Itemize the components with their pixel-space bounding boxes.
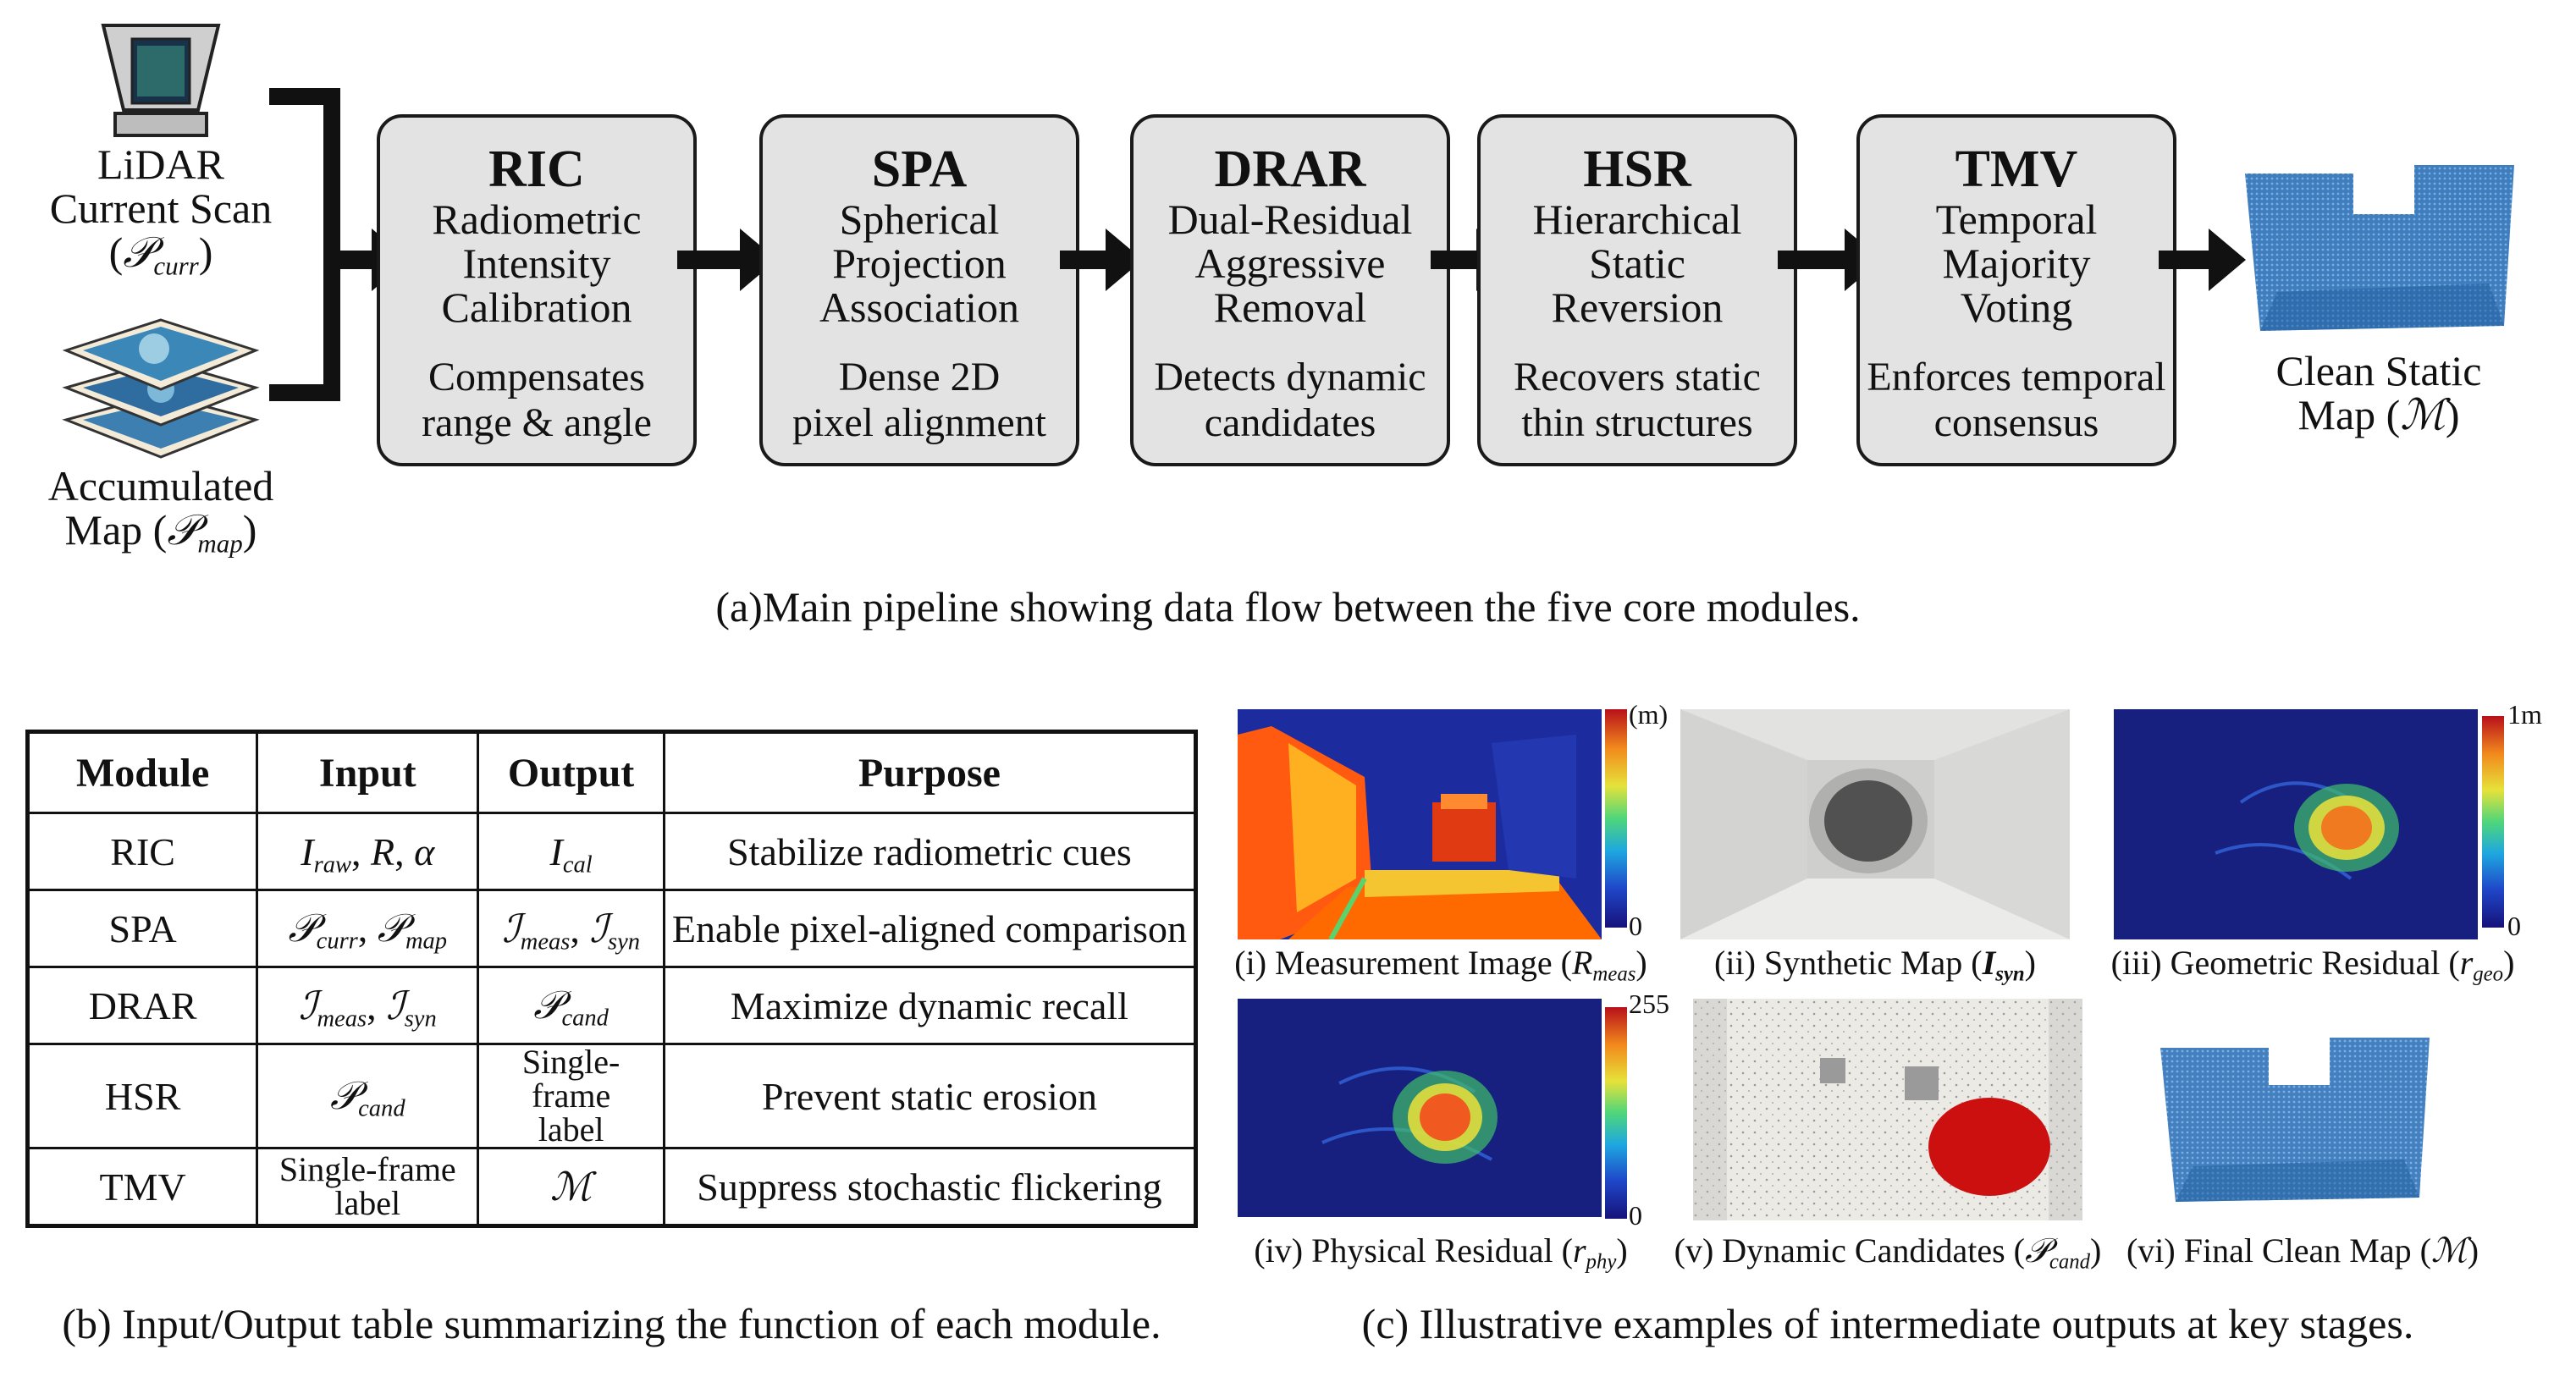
colorbar-meas-max: (m) — [1629, 699, 1669, 730]
table-row: DRAR ℐmeas, ℐsyn 𝒫cand Maximize dynamic … — [25, 966, 1198, 1045]
label-synthetic-map: (ii) Synthetic Map (Isyn) — [1714, 944, 2036, 986]
colorbar-geo-max: 1m — [2507, 699, 2542, 730]
table-row: RIC Iraw, R, α Ical Stabilize radiometri… — [25, 812, 1198, 891]
arrow-right-icon — [1060, 229, 1143, 291]
dynamic-candidates-image — [1693, 999, 2082, 1220]
module-drar: DRAR Dual-Residual Aggressive Removal De… — [1130, 114, 1450, 466]
colorbar-meas — [1605, 709, 1627, 928]
physical-residual-image — [1238, 999, 1602, 1217]
final-clean-map-image — [2160, 1038, 2430, 1202]
cell-input: Iraw, R, α — [256, 812, 480, 891]
cell-purpose: Maximize dynamic recall — [662, 966, 1198, 1045]
label-dynamic-candidates: (v) Dynamic Candidates (𝒫cand) — [1674, 1231, 2102, 1274]
arrow-right-icon — [2159, 229, 2246, 291]
header-input: Input — [256, 730, 480, 814]
header-output: Output — [477, 730, 665, 814]
cell-purpose: Enable pixel-aligned comparison — [662, 889, 1198, 968]
cell-module: TMV — [25, 1147, 259, 1227]
label-geometric-residual: (iii) Geometric Residual (rgeo) — [2110, 944, 2515, 986]
geometric-residual-image — [2114, 709, 2478, 939]
module-ric: RIC Radiometric Intensity Calibration Co… — [377, 114, 697, 466]
clean-map-thumbnail — [2245, 165, 2514, 331]
module-spa: SPA Spherical Projection Association Den… — [759, 114, 1079, 466]
cell-module: HSR — [25, 1043, 259, 1149]
colorbar-geo-min: 0 — [2507, 911, 2521, 941]
caption-b: (b) Input/Output table summarizing the f… — [62, 1300, 1161, 1347]
map-input-label: Accumulated Map (𝒫map) — [47, 462, 274, 559]
colorbar-meas-min: 0 — [1629, 911, 1642, 941]
io-table: Module Input Output Purpose RIC Iraw, R,… — [25, 730, 1198, 1228]
colorbar-geo — [2482, 716, 2504, 928]
colorbar-phy — [1605, 1007, 1627, 1219]
cell-purpose: Suppress stochastic flickering — [662, 1147, 1198, 1227]
cell-module: DRAR — [25, 966, 259, 1045]
bracket-icon — [269, 88, 340, 401]
cell-input: 𝒫cand — [256, 1043, 480, 1149]
module-hsr: HSR Hierarchical Static Reversion Recove… — [1477, 114, 1797, 466]
measurement-image — [1238, 709, 1602, 939]
label-final-clean-map: (vi) Final Clean Map (ℳ) — [2126, 1231, 2479, 1270]
map-layers-icon — [62, 318, 260, 459]
cell-output: ℐmeas, ℐsyn — [477, 889, 665, 968]
cell-output: Ical — [477, 812, 665, 891]
header-module: Module — [25, 730, 259, 814]
lidar-input-label: LiDAR Current Scan (𝒫curr) — [49, 140, 273, 281]
monitor-icon — [101, 24, 221, 137]
caption-a: (a)Main pipeline showing data flow betwe… — [715, 583, 1861, 631]
module-tmv: TMV Temporal Majority Voting Enforces te… — [1856, 114, 2176, 466]
header-purpose: Purpose — [662, 730, 1198, 814]
cell-module: RIC — [25, 812, 259, 891]
label-physical-residual: (iv) Physical Residual (rphy) — [1254, 1231, 1628, 1274]
clean-map-label: Clean Static Map (ℳ) — [2275, 347, 2482, 438]
colorbar-phy-min: 0 — [1629, 1200, 1642, 1231]
colorbar-phy-max: 255 — [1629, 989, 1669, 1019]
cell-input: 𝒫curr, 𝒫map — [256, 889, 480, 968]
caption-c: (c) Illustrative examples of intermediat… — [1361, 1300, 2414, 1347]
cell-purpose: Prevent static erosion — [662, 1043, 1198, 1149]
synthetic-map-image — [1680, 709, 2070, 939]
cell-purpose: Stabilize radiometric cues — [662, 812, 1198, 891]
cell-output: 𝒫cand — [477, 966, 665, 1045]
cell-module: SPA — [25, 889, 259, 968]
arrow-right-icon — [677, 229, 777, 291]
cell-output: ℳ — [477, 1147, 665, 1227]
table-row: SPA 𝒫curr, 𝒫map ℐmeas, ℐsyn Enable pixel… — [25, 889, 1198, 968]
cell-input: ℐmeas, ℐsyn — [256, 966, 480, 1045]
label-measurement-image: (i) Measurement Image (Rmeas) — [1234, 944, 1647, 986]
table-header-row: Module Input Output Purpose — [25, 730, 1198, 814]
